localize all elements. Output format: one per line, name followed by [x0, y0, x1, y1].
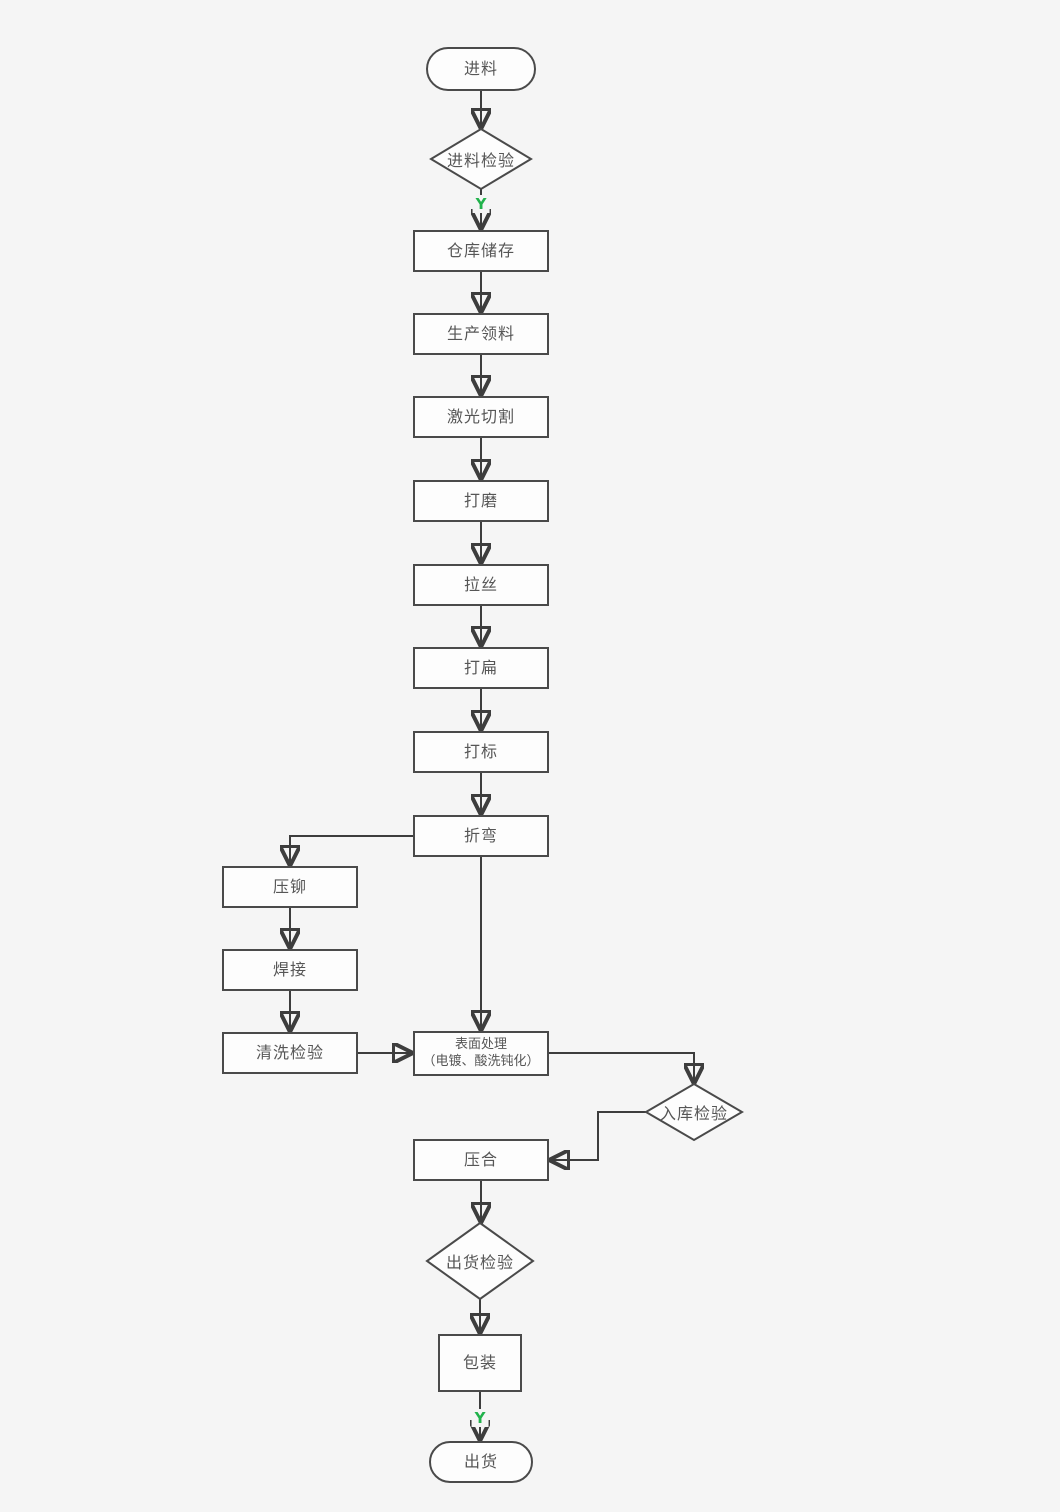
node-laser-cutting: 激光切割: [413, 396, 549, 438]
node-packaging: 包装: [438, 1334, 522, 1392]
node-warehouse-in-inspection: 入库检验: [634, 1097, 754, 1127]
node-production-picking-label: 生产领料: [446, 324, 515, 343]
incoming-inspection-diamond: [429, 127, 533, 191]
node-end: 出货: [429, 1441, 533, 1483]
node-packaging-label: 包装: [462, 1353, 497, 1372]
edge-warehouse-in-inspection-to-pressing: [552, 1111, 646, 1160]
node-riveting: 压铆: [222, 866, 358, 908]
node-warehouse-storage-label: 仓库储存: [446, 241, 515, 260]
node-bending-label: 折弯: [463, 826, 498, 845]
edge-bending-to-riveting: [290, 835, 413, 863]
edge-label-yes-packaging: Y: [471, 1409, 489, 1427]
node-bending: 折弯: [413, 815, 549, 857]
node-riveting-label: 压铆: [272, 877, 307, 896]
node-warehouse-in-inspection-label: 入库检验: [659, 1104, 728, 1123]
node-surface-treatment-sublabel: （电镀、酸洗钝化）: [422, 1053, 540, 1069]
node-cleaning-inspection-label: 清洗检验: [255, 1043, 324, 1062]
edge-label-yes-incoming: Y: [472, 195, 490, 213]
node-welding: 焊接: [222, 949, 358, 991]
node-grinding-label: 打磨: [463, 491, 498, 510]
node-surface-treatment: 表面处理 （电镀、酸洗钝化）: [413, 1031, 549, 1076]
node-production-picking: 生产领料: [413, 313, 549, 355]
node-cleaning-inspection: 清洗检验: [222, 1032, 358, 1074]
node-shipping-inspection-label: 出货检验: [445, 1253, 514, 1272]
node-incoming-inspection-label: 进料检验: [446, 151, 515, 170]
node-shipping-inspection: 出货检验: [420, 1246, 540, 1276]
node-pressing-label: 压合: [463, 1150, 498, 1169]
node-end-label: 出货: [463, 1452, 498, 1471]
node-start: 进料: [426, 47, 536, 91]
node-grinding: 打磨: [413, 480, 549, 522]
node-flattening: 打扁: [413, 647, 549, 689]
node-pressing: 压合: [413, 1139, 549, 1181]
shipping-inspection-diamond: [425, 1221, 535, 1301]
node-laser-cutting-label: 激光切割: [446, 407, 515, 426]
node-wire-drawing: 拉丝: [413, 564, 549, 606]
edge-surface-treatment-to-warehouse-in-inspection: [549, 1052, 694, 1081]
node-warehouse-storage: 仓库储存: [413, 230, 549, 272]
node-flattening-label: 打扁: [463, 658, 498, 677]
node-marking-label: 打标: [463, 742, 498, 761]
node-incoming-inspection: 进料检验: [421, 144, 541, 174]
node-surface-treatment-label: 表面处理: [454, 1037, 507, 1053]
warehouse-in-inspection-diamond: [644, 1082, 744, 1142]
node-welding-label: 焊接: [272, 960, 307, 979]
node-start-label: 进料: [463, 59, 498, 78]
node-wire-drawing-label: 拉丝: [463, 575, 498, 594]
node-marking: 打标: [413, 731, 549, 773]
